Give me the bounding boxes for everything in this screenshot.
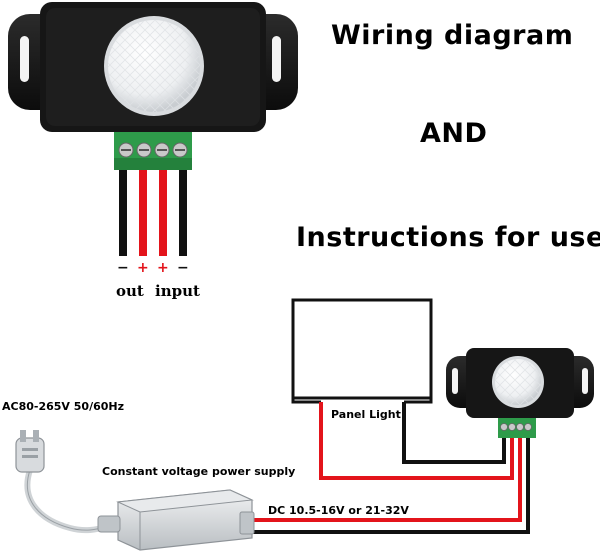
wire-input-negative [179, 170, 187, 256]
label-input: input [155, 282, 200, 300]
polarity-input-positive: + [157, 260, 169, 276]
polarity-out-negative: − [117, 260, 129, 276]
label-out: out [116, 282, 144, 300]
wire-panel-negative [402, 402, 506, 464]
wire-psu-negative [248, 436, 530, 534]
wire-out-positive [139, 170, 147, 256]
label-power-supply: Constant voltage power supply [102, 465, 296, 478]
mounting-slot-right [272, 36, 281, 82]
constant-voltage-power-supply [97, 489, 255, 551]
sensor-wires [119, 170, 187, 256]
polarity-out-positive: + [137, 260, 149, 276]
ac-plug [15, 430, 113, 534]
wire-out-negative [119, 170, 127, 256]
pir-sensor-large [8, 2, 298, 132]
wire-psu-positive [248, 436, 522, 522]
wire-input-positive [159, 170, 167, 256]
terminal-block-small [498, 418, 536, 438]
title-instructions: Instructions for use [296, 222, 600, 253]
label-dc-output: DC 10.5-16V or 21-32V [268, 504, 409, 517]
title-and: AND [420, 118, 488, 149]
terminal-block-large [114, 132, 192, 170]
wire-panel-positive [319, 402, 514, 480]
panel-light-box [291, 298, 433, 400]
label-panel-light: Panel Light [331, 408, 401, 421]
pir-sensor-small [446, 348, 594, 418]
mounting-slot-left [20, 36, 29, 82]
polarity-input-negative: − [177, 260, 189, 276]
title-wiring-diagram: Wiring diagram [331, 20, 574, 51]
label-ac-input: AC80-265V 50/60Hz [2, 400, 125, 413]
